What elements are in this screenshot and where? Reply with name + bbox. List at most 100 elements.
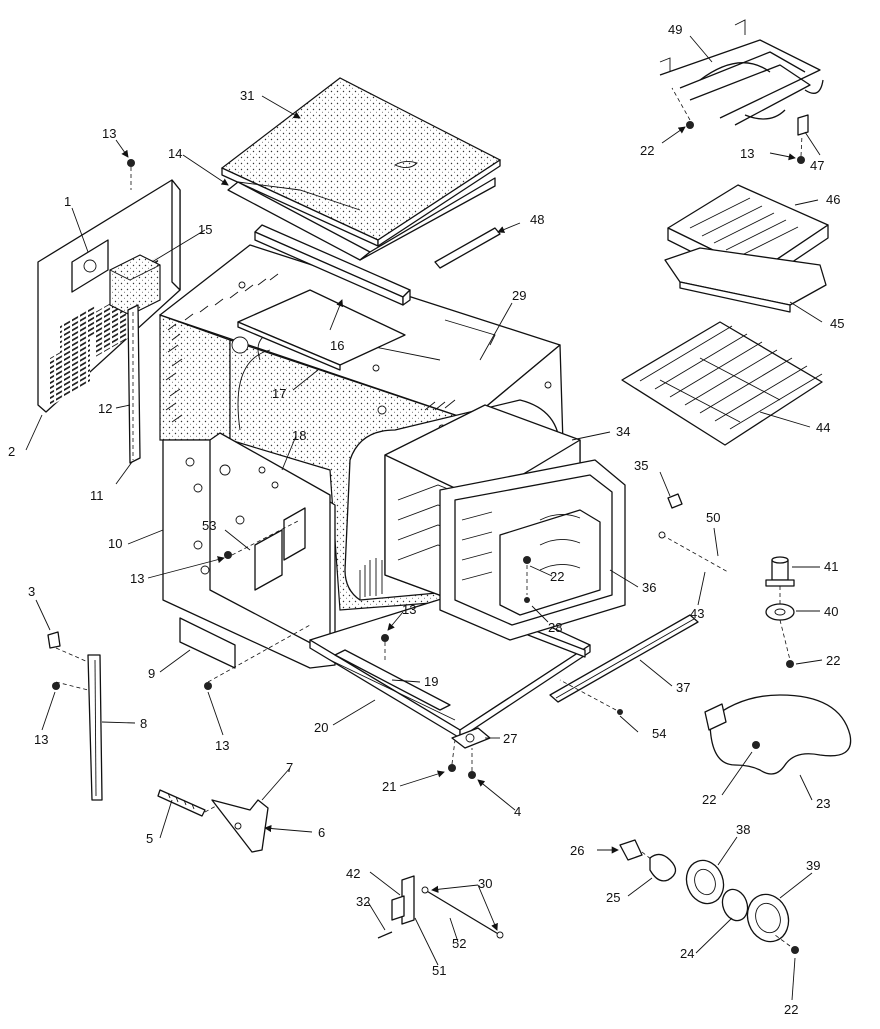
label-p22c: 22 [826,653,840,668]
label-p3: 3 [28,584,35,599]
part-26-socket [619,839,643,861]
part-42-latch [391,875,415,925]
label-p21: 21 [382,779,396,794]
label-p10: 10 [108,536,122,551]
label-p43: 43 [690,606,704,621]
part-35-clip [667,493,683,509]
part-16-channel [254,224,411,306]
part-labels: 31 14 13 1 15 2 12 11 16 17 48 29 49 22 … [8,22,844,1017]
part-47-clip [797,114,809,136]
part-37-rail [549,614,699,703]
label-p20: 20 [314,720,328,735]
label-p46: 46 [826,192,840,207]
label-p6: 6 [318,825,325,840]
label-p45: 45 [830,316,844,331]
label-p26: 26 [570,843,584,858]
part-12-side-strip [127,304,141,464]
label-p53: 53 [202,518,216,533]
label-p15: 15 [198,222,212,237]
label-p1: 1 [64,194,71,209]
label-p11: 11 [90,488,104,503]
part-31-top-panel [220,77,502,247]
label-p47: 47 [810,158,824,173]
label-p18: 18 [292,428,306,443]
label-p13f: 13 [34,732,48,747]
label-p13d: 13 [402,602,416,617]
label-p32: 32 [356,894,370,909]
label-p23: 23 [816,796,830,811]
label-p12: 12 [98,401,112,416]
assembly-lines [55,87,803,947]
label-p31: 31 [240,88,254,103]
label-p4: 4 [514,804,521,819]
label-p13a: 13 [102,126,116,141]
label-p17: 17 [272,386,286,401]
label-p54: 54 [652,726,666,741]
leader-lines [25,35,823,1001]
label-p24: 24 [680,946,694,961]
part-17-plate [237,289,406,371]
part-52-rod [421,886,504,939]
part-14-frame [227,177,496,261]
label-p42: 42 [346,866,360,881]
label-p44: 44 [816,420,830,435]
label-p22b: 22 [550,569,564,584]
label-p35: 35 [634,458,648,473]
label-p34: 34 [616,424,630,439]
label-p22a: 22 [640,143,654,158]
label-p16: 16 [330,338,344,353]
label-p38: 38 [736,822,750,837]
part-9-shield [179,617,236,669]
label-p50: 50 [706,510,720,525]
part-43-wire [658,531,729,573]
part-3-clip [47,631,61,649]
label-p5: 5 [146,831,153,846]
label-p36: 36 [642,580,656,595]
label-p13c: 13 [130,571,144,586]
part-41-light-socket [765,556,795,587]
label-p49: 49 [668,22,682,37]
part-25-bulb [649,853,677,882]
label-p52: 52 [452,936,466,951]
part-49-broil-element [659,19,824,126]
label-p9: 9 [148,666,155,681]
label-p22e: 22 [784,1002,798,1017]
label-p7: 7 [286,760,293,775]
part-23-bake-element [704,694,852,775]
label-p27: 27 [503,731,517,746]
label-p13e: 13 [215,738,229,753]
label-p2: 2 [8,444,15,459]
part-8-strip [87,654,103,801]
part-24-lens [721,888,749,922]
label-p22d: 22 [702,792,716,807]
label-p30: 30 [478,876,492,891]
part-39-retainer [746,893,790,943]
part-38-ring [685,859,725,905]
label-p14: 14 [168,146,182,161]
label-p13b: 13 [740,146,754,161]
screw-icons [52,121,805,954]
label-p29: 29 [512,288,526,303]
part-48-trim [434,227,501,269]
part-40-gasket [765,603,795,621]
part-36-door-frame [439,459,626,641]
part-32-pin [377,931,393,939]
label-p48: 48 [530,212,544,227]
label-p28: 28 [548,620,562,635]
label-p51: 51 [432,963,446,978]
label-p25: 25 [606,890,620,905]
part-1-bracket [71,239,109,293]
part-45-pan [664,247,827,313]
label-p8: 8 [140,716,147,731]
label-p39: 39 [806,858,820,873]
label-p40: 40 [824,604,838,619]
part-6-hinge [211,799,269,853]
label-p19: 19 [424,674,438,689]
part-44-rack [621,321,823,446]
part-5-pin [157,789,206,817]
part-15-box [109,254,161,316]
label-p37: 37 [676,680,690,695]
label-p41: 41 [824,559,838,574]
